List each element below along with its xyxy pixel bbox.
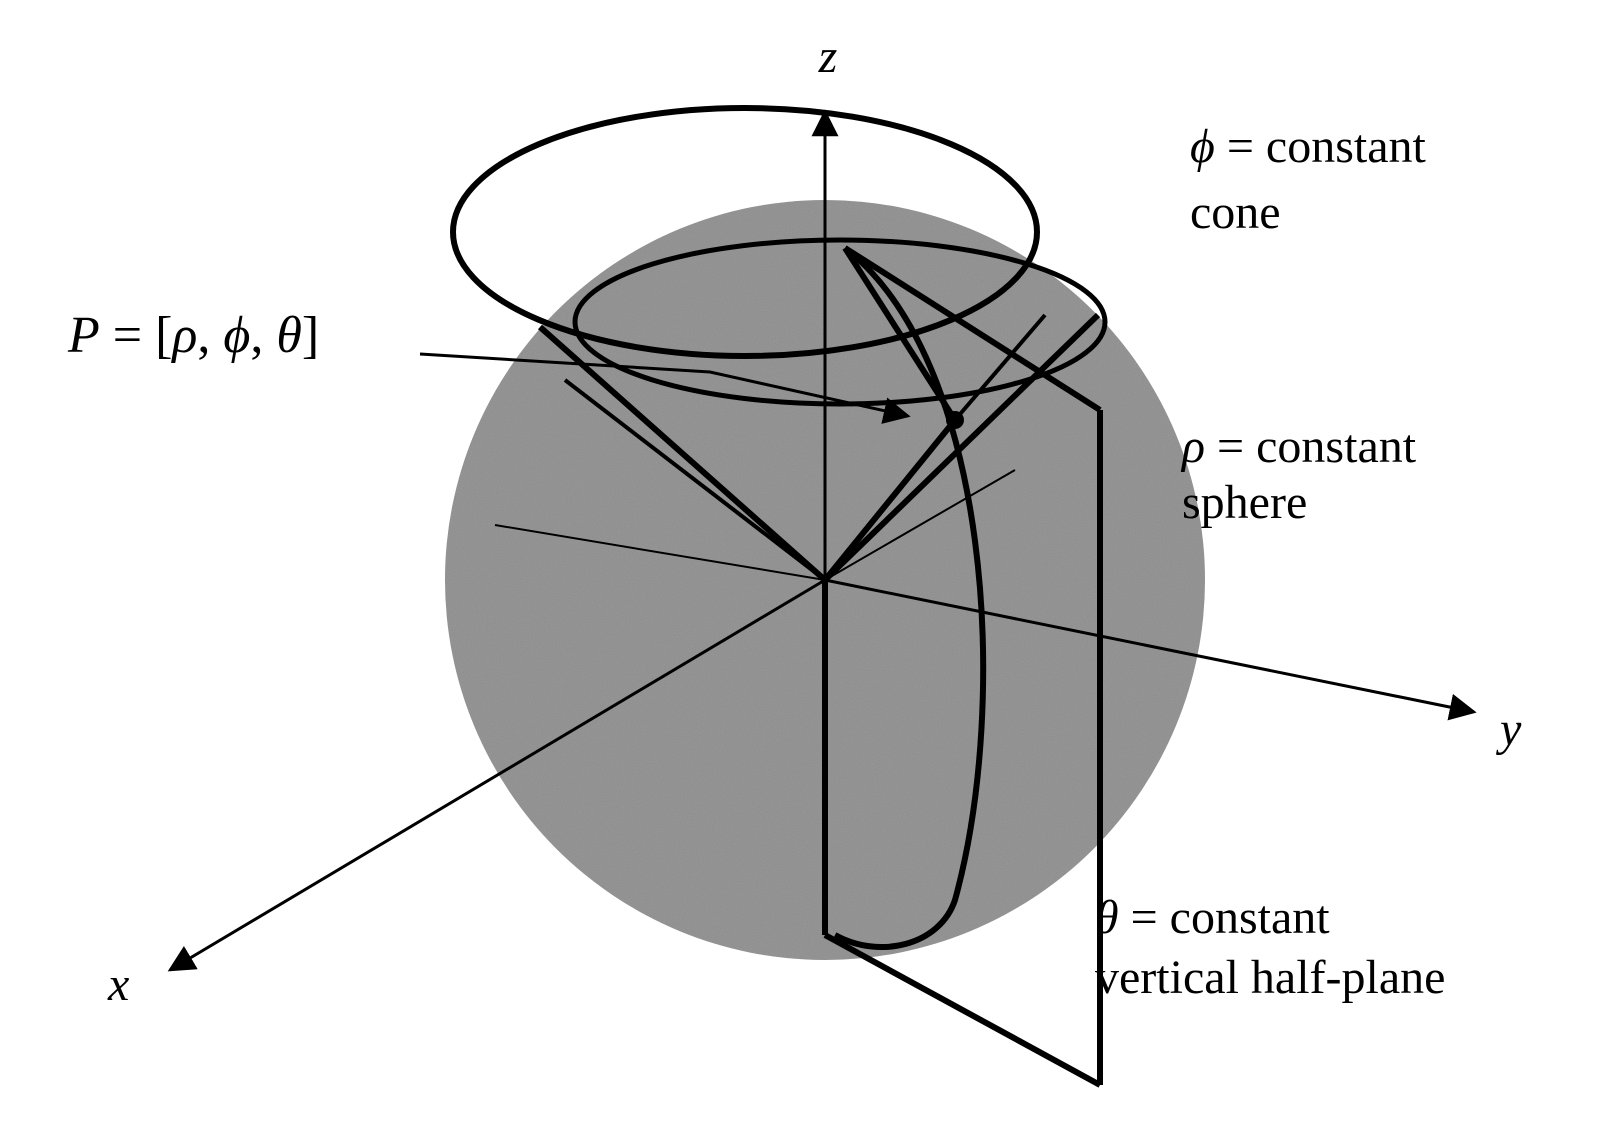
theta-symbol: θ bbox=[276, 307, 302, 364]
cone-edge-right bbox=[822, 312, 1101, 583]
plane-constant-text: = constant bbox=[1119, 891, 1331, 944]
cone-constant-text: = constant bbox=[1215, 120, 1427, 173]
rho-segment bbox=[822, 418, 958, 582]
point-name: P bbox=[67, 307, 100, 364]
x-axis-label: x bbox=[107, 958, 129, 1011]
sphere-constant-text: = constant bbox=[1205, 420, 1417, 473]
cone-label-line-2: cone bbox=[1190, 186, 1281, 239]
cone-label-line-1: ϕ = constant bbox=[1190, 120, 1427, 173]
comma-2: , bbox=[250, 307, 276, 364]
phi-symbol: ϕ bbox=[223, 307, 250, 364]
meridian-chord bbox=[953, 313, 1047, 422]
point-pointer-line bbox=[419, 352, 911, 424]
plane-label-line-1: θ = constant bbox=[1095, 891, 1330, 944]
point-p bbox=[419, 352, 964, 429]
x-axis bbox=[167, 578, 826, 972]
y-axis-label: y bbox=[1495, 703, 1522, 756]
negative-y-axis bbox=[494, 524, 826, 581]
point-eq: = [ bbox=[100, 307, 173, 364]
half-plane-diagonal bbox=[842, 246, 958, 422]
plane-theta-symbol: θ bbox=[1095, 891, 1119, 944]
point-label: P = [ρ, ϕ, θ] bbox=[67, 307, 319, 364]
negative-x-axis bbox=[824, 469, 1016, 581]
cone-rim-inner bbox=[572, 237, 1108, 407]
cone-rim-outer bbox=[450, 105, 1040, 359]
comma-1: , bbox=[197, 307, 223, 364]
sphere-rho-symbol: ρ bbox=[1180, 420, 1205, 473]
point-p-marker bbox=[946, 411, 964, 429]
cone bbox=[450, 105, 1108, 583]
cone-edge-back bbox=[563, 378, 827, 582]
point-close: ] bbox=[302, 307, 319, 364]
z-axis-label: z bbox=[818, 30, 838, 83]
plane-label-line-2: vertical half-plane bbox=[1095, 951, 1445, 1004]
cone-edge-left bbox=[538, 324, 827, 583]
half-plane bbox=[822, 245, 1103, 1088]
sphere-label-line-2: sphere bbox=[1182, 476, 1307, 529]
sphere-label-line-1: ρ = constant bbox=[1180, 420, 1417, 473]
cone-phi-symbol: ϕ bbox=[1190, 120, 1215, 173]
rho-symbol: ρ bbox=[170, 307, 197, 364]
y-axis bbox=[824, 578, 1477, 721]
meridian-curve bbox=[833, 245, 987, 951]
